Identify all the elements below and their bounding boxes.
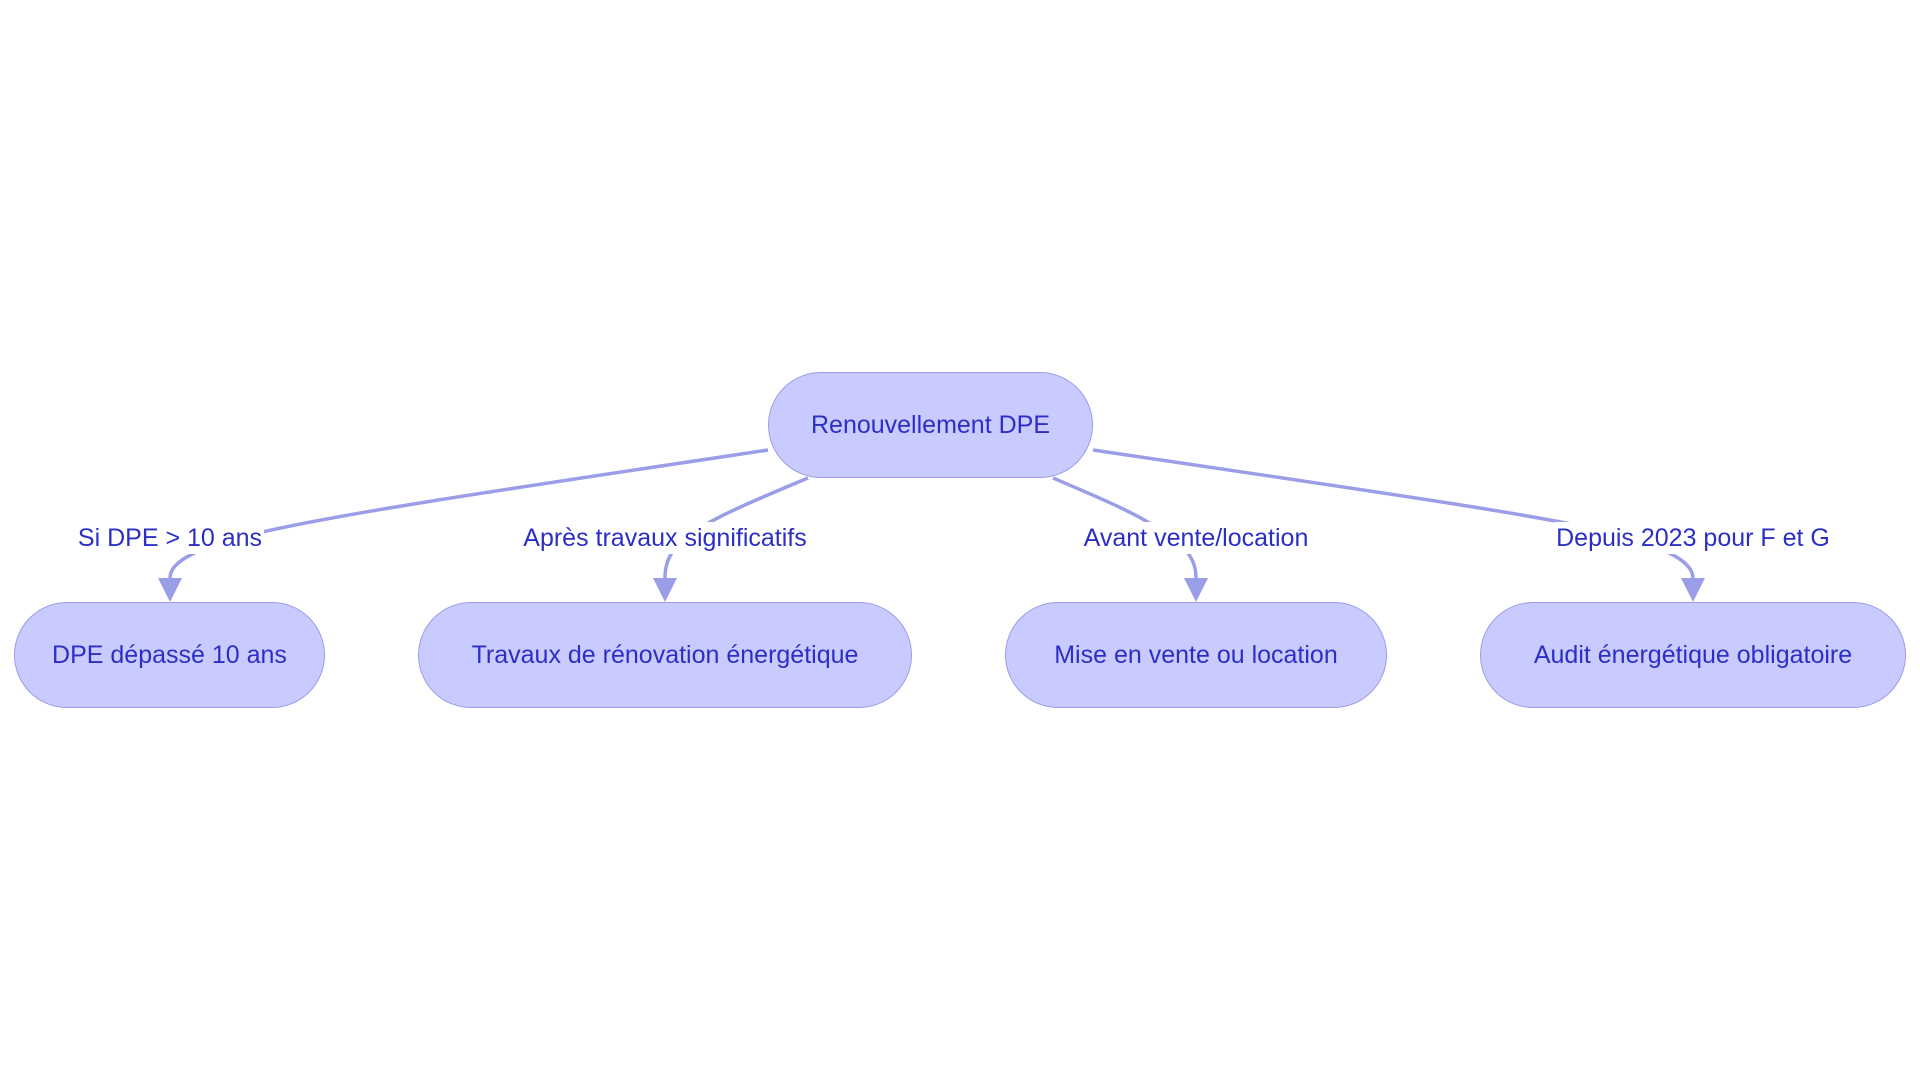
child-node-2-label: Travaux de rénovation énergétique <box>471 640 859 669</box>
edge-arrowhead-3 <box>1184 578 1208 602</box>
edge-arrowhead-1 <box>158 578 182 602</box>
edge-root-to-child-4 <box>1092 448 1695 579</box>
child-node-3[interactable]: Mise en vente ou location <box>1005 602 1387 708</box>
edge-label-2: Après travaux significatifs <box>521 522 809 554</box>
child-node-2[interactable]: Travaux de rénovation énergétique <box>418 602 912 708</box>
child-node-1[interactable]: DPE dépassé 10 ans <box>14 602 325 708</box>
root-node-label: Renouvellement DPE <box>810 410 1050 439</box>
edge-root-to-child-1 <box>168 448 769 579</box>
child-node-4-label: Audit énergétique obligatoire <box>1533 640 1853 669</box>
root-node[interactable]: Renouvellement DPE <box>768 372 1093 478</box>
child-node-4[interactable]: Audit énergétique obligatoire <box>1480 602 1906 708</box>
edge-arrowhead-4 <box>1681 578 1705 602</box>
child-node-3-label: Mise en vente ou location <box>1054 640 1338 669</box>
edge-arrowhead-2 <box>653 578 677 602</box>
edge-label-1: Si DPE > 10 ans <box>75 522 265 554</box>
child-node-1-label: DPE dépassé 10 ans <box>52 640 287 669</box>
edge-label-3: Avant vente/location <box>1081 522 1311 554</box>
edge-label-4: Depuis 2023 pour F et G <box>1554 522 1832 554</box>
